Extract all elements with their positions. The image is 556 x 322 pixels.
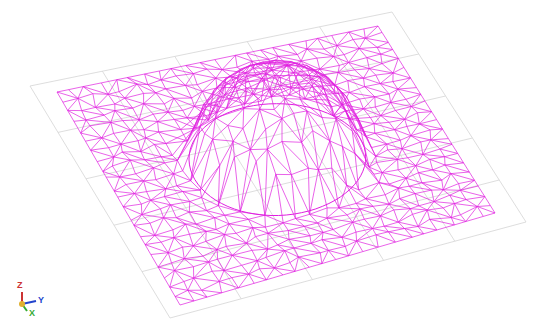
axis-label: X: [29, 309, 35, 318]
dome-rim: [189, 104, 366, 216]
axis-label: Z: [17, 281, 23, 290]
axis-label: Y: [38, 296, 44, 305]
grid-line: [142, 180, 499, 272]
grid-plane: [30, 12, 526, 318]
mesh-edges: [57, 26, 495, 305]
grid-line: [86, 96, 446, 179]
axis-origin: [19, 301, 25, 307]
triangle-mesh: [57, 26, 495, 305]
